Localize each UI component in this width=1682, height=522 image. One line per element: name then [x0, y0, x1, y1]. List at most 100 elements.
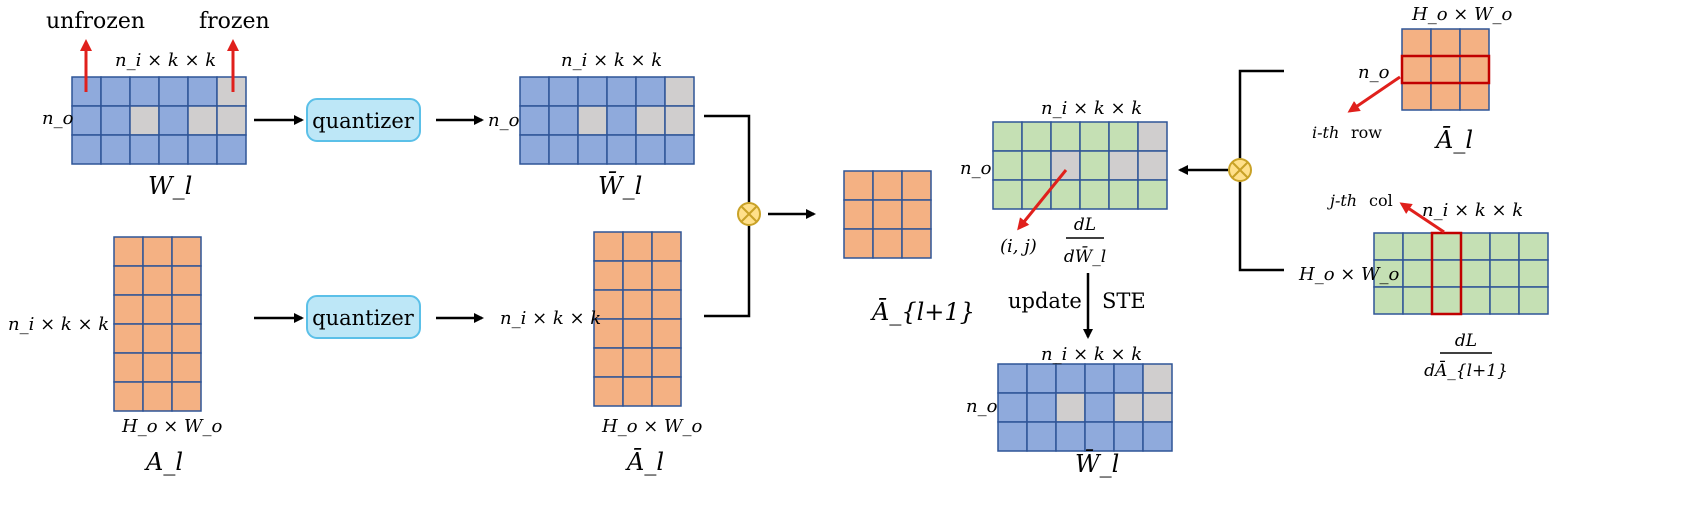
matrix-cell	[1430, 82, 1461, 111]
matrix-cell	[651, 260, 682, 291]
dL-denominator-A: dĀ_{l+1}	[1424, 360, 1508, 381]
matrix-cell	[1079, 179, 1110, 210]
gradient-matrix-dA	[1373, 231, 1549, 316]
matrix-cell	[1402, 259, 1433, 288]
matrix-cell	[216, 134, 247, 165]
quantizer-box-bottom	[306, 295, 421, 339]
matrix-cell	[1402, 286, 1433, 315]
matrix-cell	[664, 134, 695, 165]
matrix-cell	[216, 105, 247, 136]
matrix-cell	[1518, 286, 1549, 315]
matrix-cell	[113, 294, 144, 325]
dL-denominator-W: dW̄_l	[1064, 245, 1106, 267]
matrix-cell	[1460, 232, 1491, 261]
dim-label-ni-k-k-Abar: n_i × k × k	[500, 308, 601, 329]
dim-label-HoWo-right: H_o × W_o	[1411, 4, 1513, 25]
ij-label: (i, j)	[1000, 236, 1037, 257]
matrix-cell	[843, 228, 874, 259]
matrix-cell	[622, 318, 653, 349]
matrix-cell	[113, 236, 144, 267]
matrix-cell	[577, 134, 608, 165]
matrix-cell	[1489, 286, 1520, 315]
matrix-cell	[171, 352, 202, 383]
matrix-cell	[1079, 150, 1110, 181]
dL-numerator-W: dL	[1074, 215, 1096, 235]
matrix-cell	[142, 352, 173, 383]
matrix-cell	[593, 231, 624, 262]
matrix-cell	[901, 228, 932, 259]
matrix-cell	[901, 199, 932, 230]
matrix-cell	[1026, 421, 1057, 452]
matrix-name-Al: A_l	[144, 448, 183, 476]
matrix-cell	[100, 76, 131, 107]
matrix-cell	[187, 105, 218, 136]
matrix-cell	[1026, 363, 1057, 394]
row-label: row	[1351, 123, 1382, 142]
dim-label-ni-k-k-dW: n_i × k × k	[1041, 98, 1142, 119]
matrix-cell	[577, 76, 608, 107]
matrix-cell	[593, 260, 624, 291]
matrix-cell	[1460, 259, 1491, 288]
matrix-cell	[158, 76, 189, 107]
highlight-row	[1400, 54, 1491, 85]
matrix-cell	[519, 105, 550, 136]
matrix-cell	[997, 363, 1028, 394]
matrix-cell	[113, 265, 144, 296]
matrix-cell	[158, 105, 189, 136]
matrix-cell	[1113, 363, 1144, 394]
matrix-cell	[187, 134, 218, 165]
matrix-cell	[577, 105, 608, 136]
dim-label-ni-k-k-wbar: n_i × k × k	[561, 50, 662, 71]
matrix-cell	[142, 323, 173, 354]
matrix-cell	[171, 323, 202, 354]
matrix-cell	[548, 76, 579, 107]
matrix-cell	[997, 421, 1028, 452]
matrix-cell	[1021, 150, 1052, 181]
matrix-cell	[1108, 150, 1139, 181]
matrix-cell	[1373, 286, 1404, 315]
dim-label-no-wbar: n_o	[488, 110, 520, 131]
matrix-cell	[1021, 121, 1052, 152]
matrix-cell	[1142, 421, 1173, 452]
matrix-cell	[1431, 232, 1462, 261]
matrix-cell	[635, 134, 666, 165]
matrix-cell	[519, 76, 550, 107]
matrix-cell	[1055, 421, 1086, 452]
matrix-cell	[1431, 286, 1462, 315]
frozen-label: frozen	[199, 9, 270, 34]
matrix-cell	[142, 265, 173, 296]
dim-label-ni-k-k-upd: n_i × k × k	[1041, 344, 1142, 365]
dim-label-no-dW: n_o	[960, 158, 992, 179]
highlight-column	[1430, 231, 1463, 316]
matrix-cell	[548, 105, 579, 136]
matrix-cell	[872, 170, 903, 201]
matrix-cell	[651, 318, 682, 349]
matrix-cell	[622, 376, 653, 407]
matrix-cell	[113, 381, 144, 412]
dim-label-HoWo-Abar: H_o × W_o	[601, 416, 703, 437]
matrix-cell	[992, 179, 1023, 210]
STE-label: STE	[1102, 289, 1146, 313]
matrix-cell	[1084, 392, 1115, 423]
matrix-cell	[1459, 82, 1490, 111]
matrix-cell	[1431, 259, 1462, 288]
matrix-cell	[1113, 392, 1144, 423]
matrix-cell	[1079, 121, 1110, 152]
matrix-cell	[997, 392, 1028, 423]
matrix-cell	[1459, 55, 1490, 84]
matrix-cell	[142, 236, 173, 267]
matrix-cell	[651, 289, 682, 320]
unfrozen-label: unfrozen	[46, 9, 145, 34]
multiply-symbol	[737, 202, 761, 226]
matrix-cell	[1050, 121, 1081, 152]
dL-numerator-A: dL	[1455, 331, 1477, 351]
matrix-cell	[606, 105, 637, 136]
matrix-cell	[129, 76, 160, 107]
matrix-name-Al-bar-right: Ā_l	[1434, 126, 1473, 154]
matrix-cell	[142, 381, 173, 412]
matrix-cell	[142, 294, 173, 325]
matrix-cell	[901, 170, 932, 201]
matrix-cell	[593, 347, 624, 378]
matrix-cell	[1489, 232, 1520, 261]
matrix-cell	[1142, 392, 1173, 423]
